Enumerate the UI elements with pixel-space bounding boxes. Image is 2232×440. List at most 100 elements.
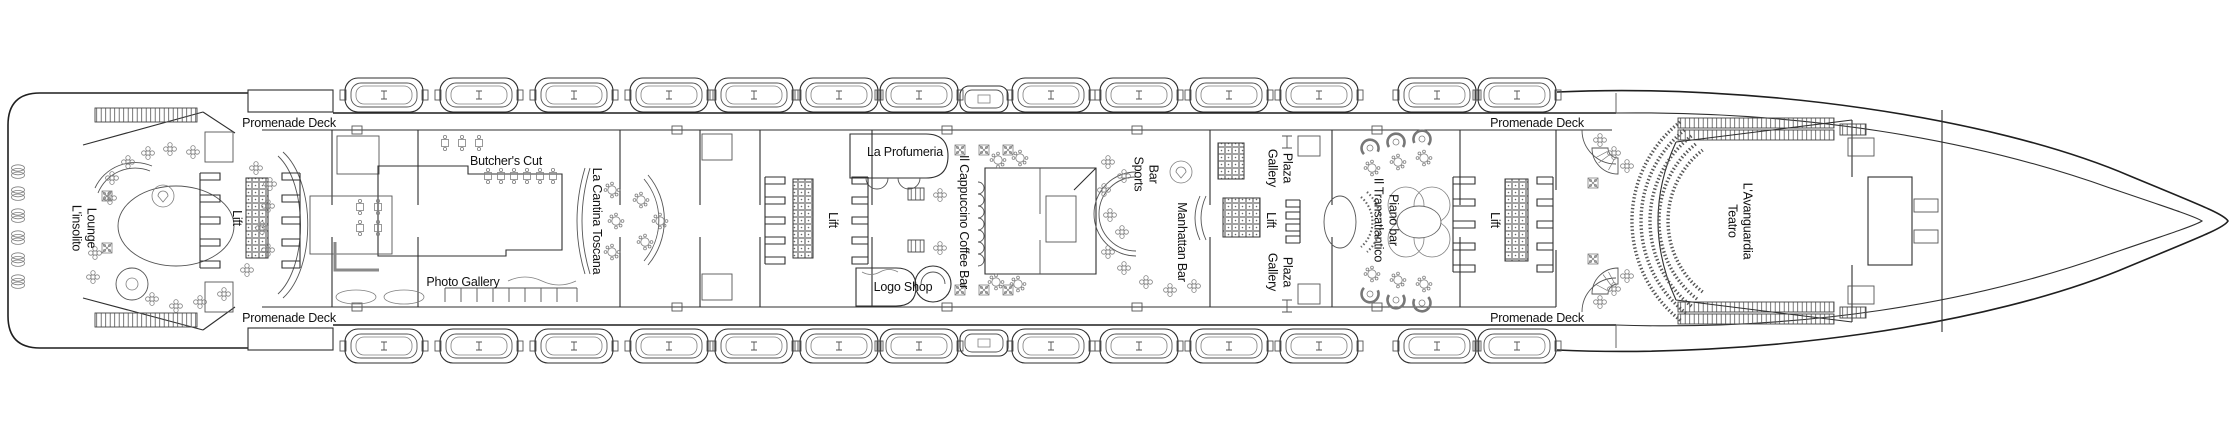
lifeboat-icon bbox=[624, 328, 714, 364]
roundtable-icon bbox=[1009, 275, 1027, 293]
coil-icon bbox=[11, 164, 25, 179]
aft-lift-lobby bbox=[204, 131, 269, 313]
flower-icon bbox=[121, 155, 135, 169]
logo-shop-label: Logo Shop bbox=[874, 280, 933, 294]
sqtable-icon bbox=[441, 134, 449, 152]
roundtable-icon bbox=[651, 212, 669, 230]
lifeboat-icon bbox=[794, 77, 884, 113]
roundtable-icon bbox=[987, 273, 1005, 291]
roundtable-icon bbox=[1389, 271, 1407, 289]
medallion-icon bbox=[978, 144, 990, 156]
sports-bar-label: Sports bbox=[1132, 157, 1146, 192]
lifeboat-icon bbox=[529, 328, 619, 364]
roundtable-icon bbox=[1363, 265, 1381, 283]
sqtable-icon bbox=[475, 134, 483, 152]
tender-boat-icon bbox=[959, 329, 1009, 357]
lift-mid-label: Lift bbox=[826, 212, 840, 229]
flower-icon bbox=[86, 270, 100, 284]
booth-icon bbox=[1358, 137, 1381, 156]
flower-icon bbox=[1593, 133, 1607, 147]
flower-icon bbox=[88, 246, 102, 260]
gallery-plaza-top-label: Gallery bbox=[1266, 149, 1280, 188]
gallery-plaza-bottom-label: Plaza bbox=[1281, 257, 1295, 288]
booth-icon bbox=[1411, 295, 1433, 314]
roundtable-icon bbox=[1415, 275, 1433, 293]
flower-icon bbox=[193, 295, 207, 309]
flower-icon bbox=[186, 145, 200, 159]
sports-bar-label: Bar bbox=[1147, 165, 1161, 184]
il-transatlantico-piano-bar-label: Il Transatlantico bbox=[1372, 178, 1386, 262]
lifeboat-icon bbox=[1006, 77, 1096, 113]
lift-forward-label: Lift bbox=[1488, 212, 1502, 229]
flower-icon bbox=[141, 146, 155, 160]
coil-icon bbox=[11, 230, 25, 245]
roundtable-icon bbox=[603, 181, 621, 199]
shops-atrium-area bbox=[701, 133, 1097, 307]
lift-aft-label: Lift bbox=[230, 210, 244, 227]
flower-icon bbox=[1103, 208, 1117, 222]
photo-gallery-label: Photo Gallery bbox=[426, 275, 500, 289]
galleria-area bbox=[309, 135, 665, 305]
flower-icon bbox=[933, 241, 947, 255]
booth-icon bbox=[1386, 132, 1406, 149]
booth-icon bbox=[1358, 286, 1381, 305]
flower-icon bbox=[1620, 269, 1634, 283]
lifeboat-icon bbox=[529, 77, 619, 113]
flower-icon bbox=[169, 299, 183, 313]
booth-icon bbox=[1386, 293, 1406, 310]
flower-icon bbox=[1101, 155, 1115, 169]
bow-area bbox=[1867, 110, 1943, 332]
booth-icon bbox=[1411, 128, 1433, 147]
tender-boat-icon bbox=[959, 85, 1009, 113]
flower-icon bbox=[105, 171, 119, 185]
teatro-lavanguardia-label: L'Avanguardia bbox=[1741, 183, 1755, 260]
roundtable-icon bbox=[636, 233, 654, 251]
corridor-combs bbox=[199, 172, 1554, 273]
la-cantina-toscana-label: La Cantina Toscana bbox=[590, 168, 604, 275]
flower-icon bbox=[163, 142, 177, 156]
theatre-area bbox=[1581, 117, 1875, 325]
lifeboats-top-row bbox=[339, 77, 1562, 113]
medallion-icon bbox=[1002, 284, 1014, 296]
flower-icon bbox=[249, 161, 263, 175]
medallion-icon bbox=[101, 242, 113, 254]
flower-icon bbox=[145, 292, 159, 306]
medallion-icon bbox=[954, 144, 966, 156]
lifeboat-icon bbox=[1184, 328, 1274, 364]
lifeboat-icon bbox=[1184, 77, 1274, 113]
lifeboat-icon bbox=[1006, 328, 1096, 364]
lifeboat-icon bbox=[339, 77, 429, 113]
lifeboat-icon bbox=[1094, 77, 1184, 113]
lifeboat-icon bbox=[1274, 77, 1364, 113]
flower-icon bbox=[1117, 261, 1131, 275]
lifeboat-icon bbox=[624, 77, 714, 113]
theatre-seating-arcs bbox=[1630, 120, 1704, 322]
lift-plaza-label: Lift bbox=[1264, 212, 1278, 229]
sqtable-icon bbox=[510, 167, 518, 185]
lifeboat-icon bbox=[1094, 328, 1184, 364]
lifeboat-icon bbox=[434, 77, 524, 113]
flower-icon bbox=[1593, 295, 1607, 309]
lifeboats-bottom-row bbox=[339, 328, 1562, 364]
sqtable-icon bbox=[497, 167, 505, 185]
medallion-icon bbox=[978, 284, 990, 296]
interior-shell bbox=[82, 111, 1612, 331]
medallion-icon bbox=[1587, 253, 1599, 265]
medallion-icon bbox=[1002, 144, 1014, 156]
roundtable-icon bbox=[1363, 159, 1381, 177]
sqtable-icon bbox=[356, 198, 364, 216]
coil-icon bbox=[11, 186, 25, 201]
il-cappuccino-coffee-bar-label: Il Cappuccino Coffee Bar bbox=[957, 155, 971, 289]
hull-outline bbox=[7, 89, 2229, 353]
flower-icon bbox=[1115, 225, 1129, 239]
lifeboat-icon bbox=[874, 328, 964, 364]
lifeboat-icon bbox=[709, 77, 799, 113]
lifeboat-icon bbox=[1392, 328, 1482, 364]
coil-icon bbox=[11, 274, 25, 289]
medallion-icon bbox=[1587, 177, 1599, 189]
la-profumeria-label: La Profumeria bbox=[867, 145, 943, 159]
lifeboat-icon bbox=[339, 328, 429, 364]
